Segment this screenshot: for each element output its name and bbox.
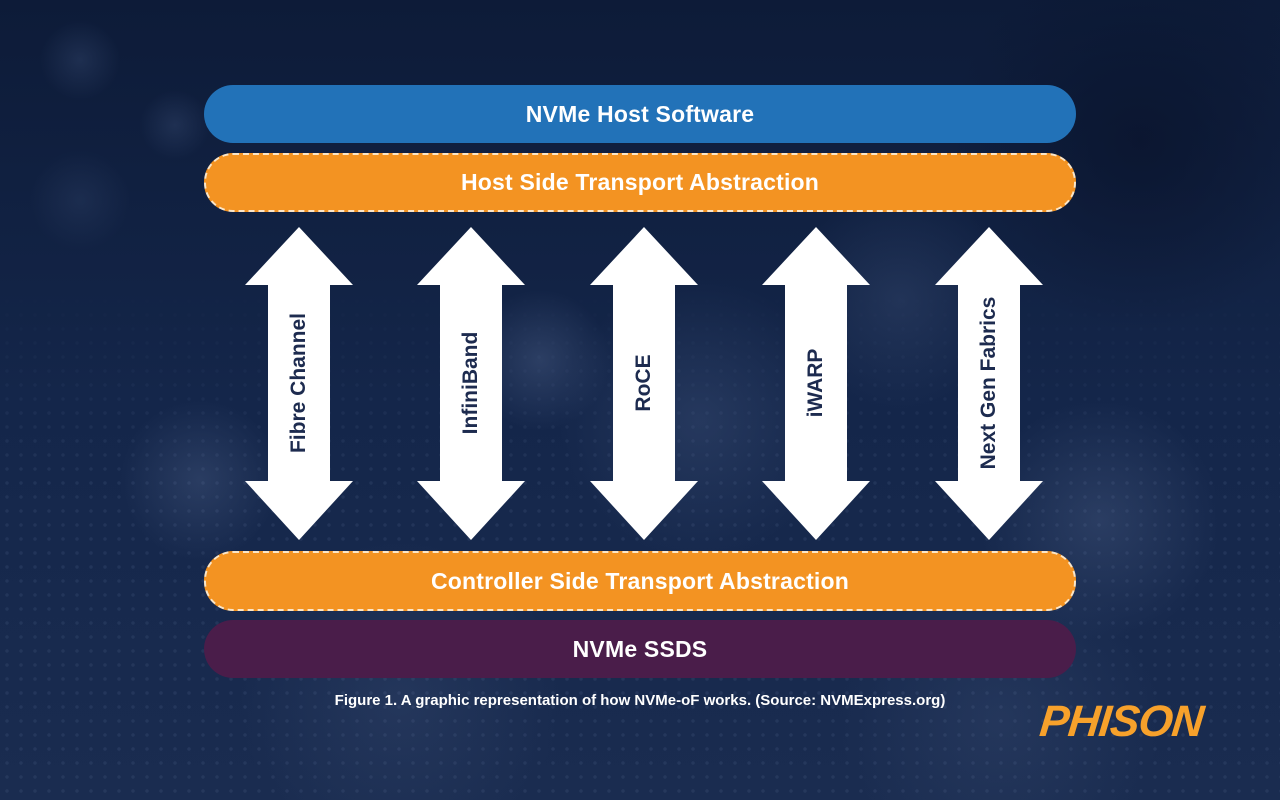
fabric-arrow-roce: RoCE <box>590 227 698 540</box>
fabric-label: Fibre Channel <box>287 312 310 454</box>
double-arrow-icon <box>935 227 1043 540</box>
double-arrow-icon <box>590 227 698 540</box>
phison-logo: PHISON <box>1037 697 1206 746</box>
fabric-arrow-fibre-channel: Fibre Channel <box>245 227 353 540</box>
fabric-label: iWARP <box>804 348 827 418</box>
nvme-host-software-layer: NVMe Host Software <box>204 85 1076 143</box>
fabric-arrow-iwarp: iWARP <box>762 227 870 540</box>
double-arrow-icon <box>417 227 525 540</box>
double-arrow-icon <box>245 227 353 540</box>
layer-label: Host Side Transport Abstraction <box>460 169 820 195</box>
layer-label: Controller Side Transport Abstraction <box>430 567 850 594</box>
layer-label: NVMe SSDS <box>572 635 708 662</box>
figure-caption: Figure 1. A graphic representation of ho… <box>334 692 946 709</box>
fabric-arrow-infiniband: InfiniBand <box>417 227 525 540</box>
double-arrow-icon <box>762 227 870 540</box>
host-side-transport-layer: Host Side Transport Abstraction <box>204 153 1076 212</box>
fabric-label: Next Gen Fabrics <box>977 296 1000 470</box>
layer-label: NVMe Host Software <box>525 100 755 127</box>
nvme-ssds-layer: NVMe SSDS <box>204 620 1076 678</box>
fabric-label: InfiniBand <box>459 331 482 435</box>
controller-side-transport-layer: Controller Side Transport Abstraction <box>204 551 1076 611</box>
fabric-label: RoCE <box>632 354 655 412</box>
fabric-arrow-next-gen-fabrics: Next Gen Fabrics <box>935 227 1043 540</box>
